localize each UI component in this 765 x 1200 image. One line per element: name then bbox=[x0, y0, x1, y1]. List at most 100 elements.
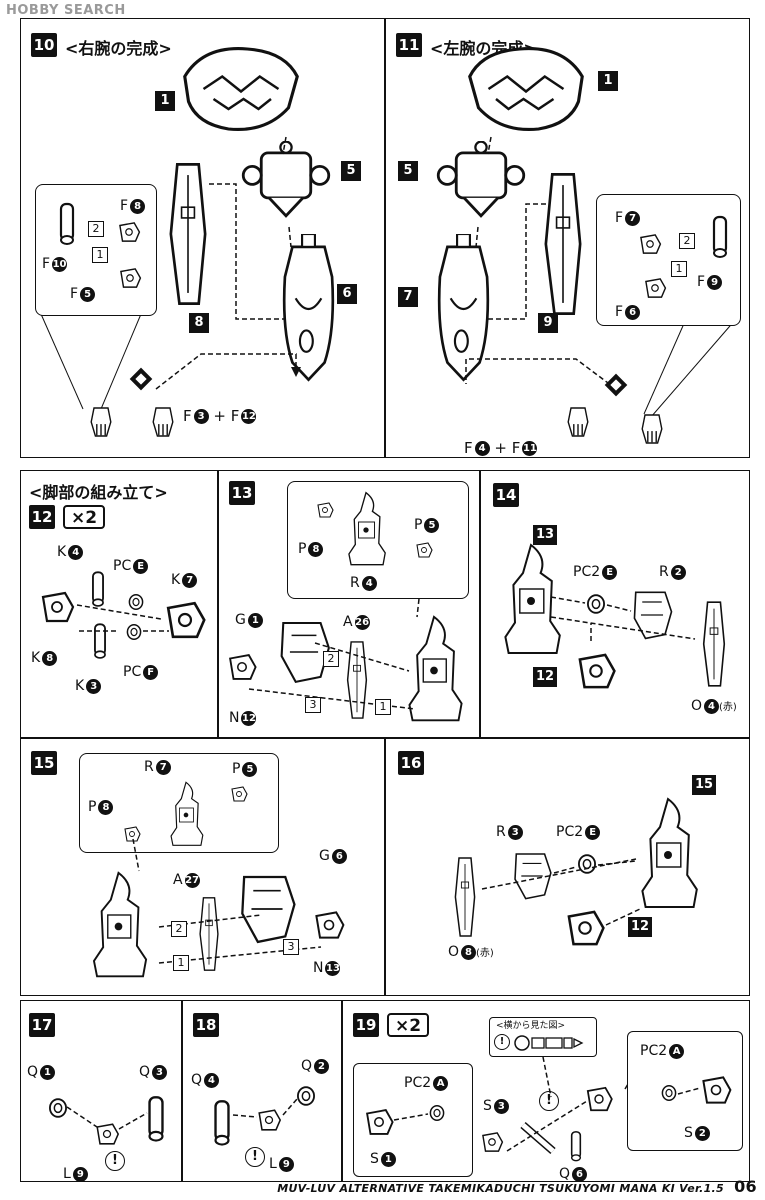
substep-1: 1 bbox=[671, 261, 687, 277]
ref-step-15: 15 bbox=[692, 775, 716, 795]
part-f5 bbox=[120, 268, 142, 288]
hand-part-claw bbox=[152, 407, 174, 437]
step-number: 19 bbox=[353, 1013, 379, 1037]
assembly-guides bbox=[76, 604, 169, 632]
part-number-7: 7 bbox=[398, 287, 418, 307]
assembly-guides bbox=[465, 136, 737, 418]
part-number-6: 6 bbox=[337, 284, 357, 304]
quantity-badge: ×2 bbox=[387, 1013, 430, 1037]
watermark: HOBBY SEARCH bbox=[6, 3, 126, 18]
step-number: 14 bbox=[493, 483, 519, 507]
substep-3: 3 bbox=[283, 939, 299, 955]
substep-2: 2 bbox=[171, 921, 187, 937]
step-number: 10 bbox=[31, 33, 57, 57]
attention-icon: ! bbox=[539, 1091, 559, 1111]
part-number-5: 5 bbox=[398, 161, 418, 181]
attention-icon: ! bbox=[245, 1147, 265, 1167]
assembly-guides bbox=[248, 598, 420, 710]
substep-1: 1 bbox=[375, 699, 391, 715]
assembly-guides bbox=[40, 136, 301, 410]
attention-icon: ! bbox=[105, 1151, 125, 1171]
part-number-9: 9 bbox=[538, 313, 558, 333]
substep-2: 2 bbox=[679, 233, 695, 249]
hand-part-f bbox=[90, 407, 112, 437]
part-number-1: 1 bbox=[598, 71, 618, 91]
model-name: TAKEMIKADUCHI TSUKUYOMI MANA KI Ver.1.5 bbox=[428, 1182, 724, 1195]
substep-2: 2 bbox=[323, 651, 339, 667]
step-number: 16 bbox=[398, 751, 424, 775]
step-title: <右腕の完成> bbox=[65, 39, 172, 58]
assembly-guides bbox=[132, 838, 322, 964]
page-footer: MUV-LUV ALTERNATIVE TAKEMIKADUCHI TSUKUY… bbox=[277, 1177, 757, 1196]
attention-icon: ! bbox=[494, 1034, 510, 1050]
step-number: 18 bbox=[193, 1013, 219, 1037]
assembly-guides bbox=[677, 1087, 701, 1095]
part-number-1: 1 bbox=[155, 91, 175, 111]
quantity-badge: ×2 bbox=[63, 505, 106, 529]
part-s3-shaft bbox=[520, 1121, 556, 1155]
step-number: 11 bbox=[396, 33, 422, 57]
substep-2: 2 bbox=[88, 221, 104, 237]
side-view-pin-icon bbox=[514, 1035, 584, 1051]
part-f8 bbox=[119, 222, 141, 242]
assembly-guides bbox=[481, 858, 641, 926]
wrist-part bbox=[712, 215, 728, 259]
hand-part-claw bbox=[567, 407, 589, 437]
assembly-guides bbox=[232, 1098, 298, 1118]
step-number: 12 bbox=[29, 505, 55, 529]
side-view-label: <横から見た図> bbox=[496, 1021, 566, 1031]
side-view-callout: <横から見た図> ! bbox=[489, 1017, 597, 1057]
wrist-part bbox=[59, 202, 75, 246]
assembly-guides bbox=[66, 1106, 148, 1130]
